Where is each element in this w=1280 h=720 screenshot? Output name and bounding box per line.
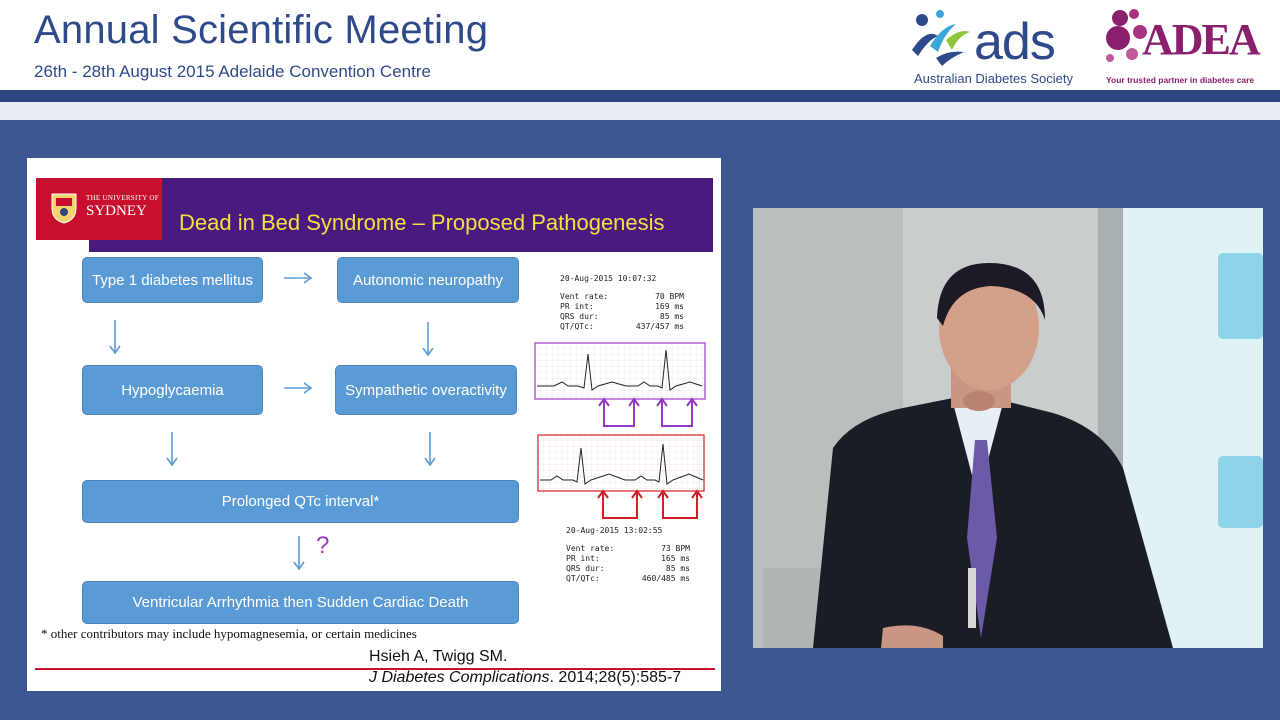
conference-subtitle: 26th - 28th August 2015 Adelaide Convent… bbox=[34, 62, 431, 81]
box-prolonged-qtc: Prolonged QTc interval* bbox=[82, 480, 519, 523]
university-name: SYDNEY bbox=[86, 203, 147, 219]
slide-footnote: * other contributors may include hypomag… bbox=[41, 626, 417, 641]
arrow-down-icon bbox=[424, 432, 436, 467]
speaker-video bbox=[753, 208, 1263, 648]
slide-title-bar bbox=[89, 178, 713, 252]
arrow-down-icon bbox=[293, 536, 305, 571]
ecg2-row: PR int:165 ms bbox=[566, 554, 690, 563]
ecg2-trace bbox=[537, 434, 705, 519]
arrow-down-icon bbox=[422, 322, 434, 357]
adea-circles-logo-icon bbox=[1106, 9, 1147, 62]
citation-authors: Hsieh A, Twigg SM. bbox=[369, 648, 508, 665]
conference-banner: Annual Scientific Meeting 26th - 28th Au… bbox=[0, 0, 1280, 90]
ads-figure-logo-icon bbox=[912, 10, 970, 66]
university-logo: THE UNIVERSITY OF SYDNEY bbox=[36, 178, 162, 240]
slide-red-rule bbox=[35, 668, 715, 670]
adea-caption: Your trusted partner in diabetes care bbox=[1106, 75, 1255, 85]
ads-logo-text: ads bbox=[974, 13, 1056, 71]
ecg2-row: QRS dur:85 ms bbox=[566, 564, 690, 573]
arrow-right-icon bbox=[284, 382, 313, 394]
ecg1-row: Vent rate:70 BPM bbox=[560, 292, 684, 301]
ecg1-timestamp: 20-Aug-2015 10:07:32 bbox=[560, 274, 657, 283]
ecg1-row: PR int:169 ms bbox=[560, 302, 684, 311]
arrow-down-icon bbox=[109, 320, 121, 355]
arrow-down-icon bbox=[166, 432, 178, 467]
ecg1-row: QT/QTc:437/457 ms bbox=[560, 322, 684, 331]
citation-details: . 2014;28(5):585-7 bbox=[549, 669, 682, 686]
banner-stripe-light bbox=[0, 102, 1280, 120]
box-autonomic-neuropathy: Autonomic neuropathy bbox=[337, 257, 519, 303]
slide-title: Dead in Bed Syndrome – Proposed Pathogen… bbox=[179, 210, 665, 235]
box-ventricular-arrhythmia: Ventricular Arrhythmia then Sudden Cardi… bbox=[82, 581, 519, 624]
arrow-right-icon bbox=[284, 272, 313, 284]
box-type1-diabetes: Type 1 diabetes mellitus bbox=[82, 257, 263, 303]
adea-logo-text: ADEA bbox=[1142, 15, 1261, 64]
box-hypoglycaemia: Hypoglycaemia bbox=[82, 365, 263, 415]
citation-journal-line: J Diabetes Complications. 2014;28(5):585… bbox=[369, 669, 681, 687]
citation-journal: J Diabetes Complications bbox=[369, 669, 550, 686]
ecg2-row: Vent rate:73 BPM bbox=[566, 544, 690, 553]
adea-logo: ADEA Your trusted partner in diabetes ca… bbox=[1104, 6, 1261, 86]
ecg2-timestamp: 20-Aug-2015 13:02:55 bbox=[566, 526, 663, 535]
university-small-text: THE UNIVERSITY OF bbox=[86, 194, 159, 202]
ecg2-row: QT/QTc:460/485 ms bbox=[566, 574, 690, 583]
ads-logo: ads Australian Diabetes Society bbox=[908, 4, 1090, 88]
speaker-video-frame bbox=[753, 208, 1263, 648]
box-sympathetic-overactivity: Sympathetic overactivity bbox=[335, 365, 517, 415]
ads-caption: Australian Diabetes Society bbox=[914, 71, 1073, 86]
ecg1-row: QRS dur:85 ms bbox=[560, 312, 684, 321]
conference-title: Annual Scientific Meeting bbox=[34, 8, 489, 52]
question-mark: ? bbox=[316, 532, 330, 559]
presentation-slide: THE UNIVERSITY OF SYDNEY Dead in Bed Syn… bbox=[27, 158, 721, 691]
ecg1-trace bbox=[534, 342, 706, 427]
university-crest-icon bbox=[51, 193, 77, 224]
banner-stripe-dark bbox=[0, 90, 1280, 102]
